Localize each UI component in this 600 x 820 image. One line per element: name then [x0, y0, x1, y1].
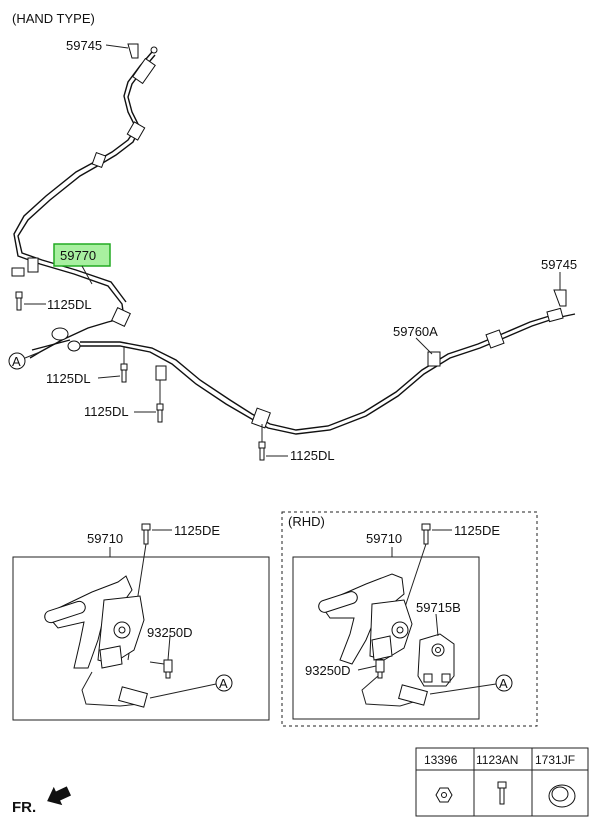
leader-93250d-left — [167, 635, 171, 661]
bolt-icon-middle — [120, 363, 128, 383]
label-59760a: 59760A — [393, 324, 438, 339]
bracket-59715b — [417, 633, 455, 687]
rear-cable-clip-1 — [155, 365, 167, 381]
leader-59715b — [435, 613, 439, 637]
clip-bracket-top — [127, 43, 139, 59]
ref-a-circle-top — [8, 352, 26, 370]
bolt-icon-upper-left — [15, 291, 23, 311]
leader-a-top — [24, 351, 41, 359]
leader-59770 — [81, 265, 93, 285]
cable-end-top — [150, 46, 158, 54]
leader-a-left — [149, 683, 217, 699]
label-1125dl-middle: 1125DL — [46, 371, 91, 386]
equalizer-rod — [31, 339, 71, 351]
rhd-header: (RHD) — [288, 514, 325, 529]
equalizer-fitting — [51, 327, 69, 341]
bolt-icon-lever-left — [141, 523, 151, 545]
leader-59760a — [415, 337, 433, 355]
rear-cable-inner — [80, 313, 557, 431]
plug-cap-icon — [548, 784, 576, 808]
front-cable-inner — [17, 54, 156, 303]
rhd-dashed-frame — [281, 511, 538, 727]
label-59745-right: 59745 — [541, 257, 577, 272]
switch-icon-rhd — [375, 659, 385, 679]
label-a-rhd: A — [499, 676, 508, 691]
hand-type-header: (HAND TYPE) — [12, 11, 95, 26]
lever-left-frame — [12, 556, 270, 721]
table-header-1731jf: 1731JF — [535, 753, 575, 767]
rear-cable-clip-2 — [251, 407, 271, 429]
label-59710-rhd: 59710 — [366, 531, 402, 546]
label-59710-left: 59710 — [87, 531, 123, 546]
label-1125dl-bottom: 1125DL — [290, 448, 335, 463]
switch-left-wire — [149, 661, 165, 665]
rear-cable-end-fitting — [546, 307, 564, 323]
label-1125dl-upper-left: 1125DL — [47, 297, 92, 312]
parking-brake-lever-rhd — [318, 573, 413, 665]
lever-rhd-frame — [292, 556, 480, 720]
leader-bolt-middle — [97, 375, 121, 379]
rear-cable-clip-4 — [485, 329, 505, 349]
label-a-top: A — [12, 354, 21, 369]
front-direction-arrow-icon — [47, 786, 71, 806]
label-59715b: 59715B — [416, 600, 461, 615]
bolt-icon-lower — [156, 403, 164, 423]
front-cable — [13, 51, 153, 359]
parts-table — [415, 747, 589, 817]
cable-bracket-center — [111, 307, 131, 327]
label-1125dl-lower: 1125DL — [84, 404, 129, 419]
cable-clip-2 — [91, 152, 107, 168]
table-header-1123an: 1123AN — [476, 753, 518, 767]
lever-rhd-cable — [403, 543, 427, 611]
label-59745-top: 59745 — [66, 38, 102, 53]
rear-cable — [80, 313, 576, 435]
bolt-icon-table — [497, 781, 507, 805]
parking-brake-lever-left — [44, 575, 145, 669]
label-93250d-left: 93250D — [147, 625, 193, 640]
cable-clip-1 — [126, 121, 146, 141]
bolt-icon-bottom — [258, 441, 266, 461]
rear-cable-clip-3 — [427, 351, 441, 367]
nut-icon — [435, 787, 453, 803]
leader-93250d-rhd — [357, 665, 377, 671]
harness-left-wire — [81, 671, 141, 707]
bolt-icon-lever-rhd — [421, 523, 431, 545]
ref-a-circle-left — [215, 674, 233, 692]
label-1125de-left: 1125DE — [174, 523, 220, 538]
equalizer-link — [67, 340, 81, 352]
cable-bracket-left — [11, 267, 25, 277]
switch-icon-left — [163, 659, 173, 679]
connector-left — [118, 686, 148, 708]
leader-a-rhd — [429, 683, 497, 695]
cable-clip-3 — [27, 257, 39, 273]
label-a-left: A — [219, 676, 228, 691]
label-59770: 59770 — [60, 248, 96, 263]
table-header-13396: 13396 — [424, 753, 458, 767]
label-1125de-rhd: 1125DE — [454, 523, 500, 538]
leader-top-bracket — [105, 44, 129, 49]
cable-end-fitting-top — [132, 57, 156, 85]
harness-rhd-wire — [361, 675, 421, 707]
connector-rhd — [398, 684, 428, 706]
label-93250d-rhd: 93250D — [305, 663, 351, 678]
direction-label: FR. — [12, 799, 36, 816]
ref-a-circle-rhd — [495, 674, 513, 692]
clip-bracket-right — [553, 289, 567, 307]
